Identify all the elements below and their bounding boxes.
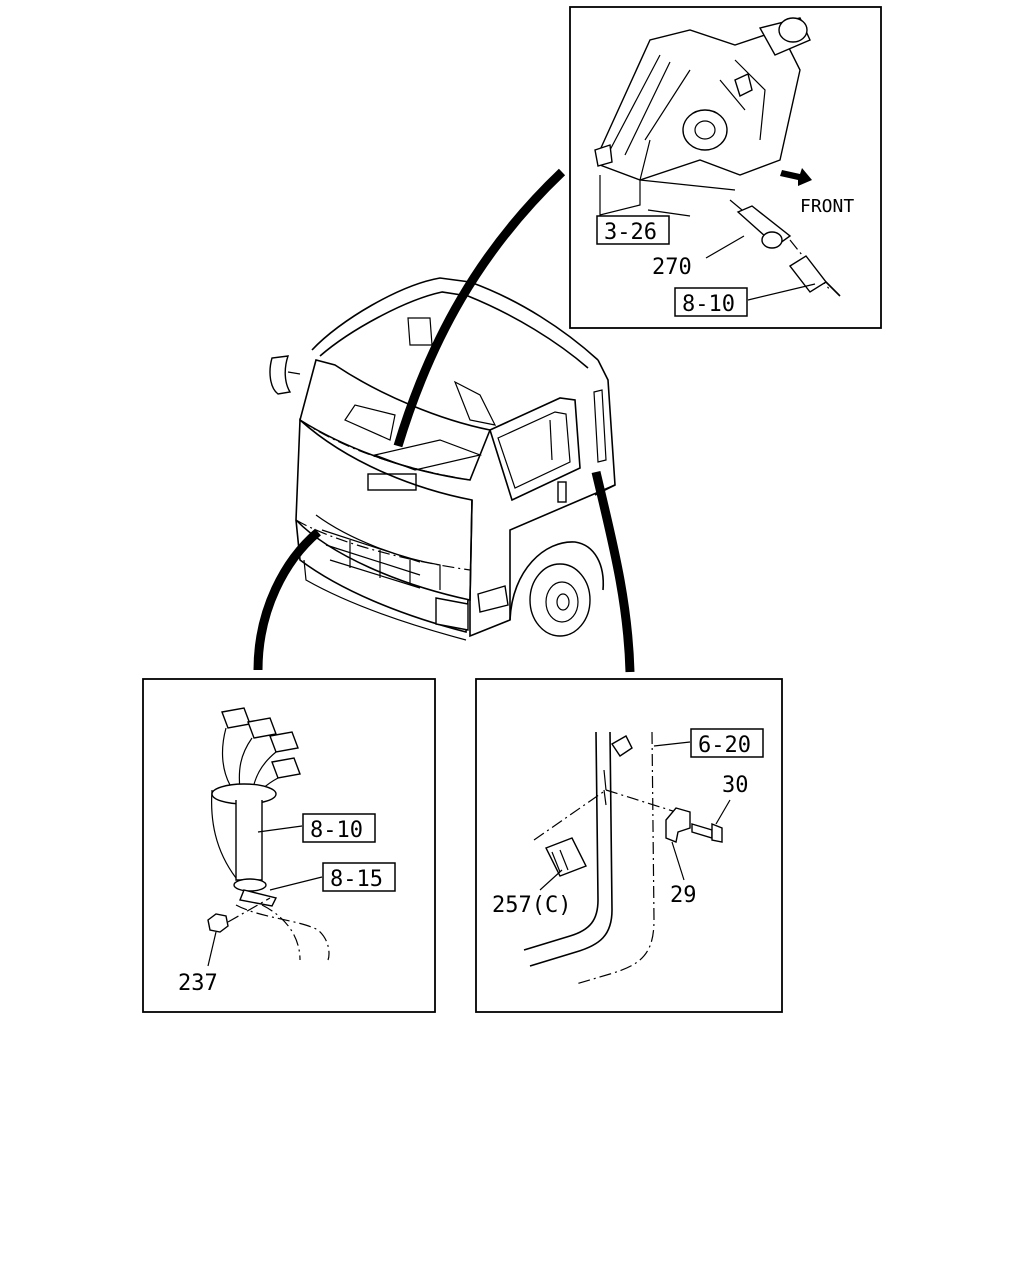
label-part-30: 30 — [722, 773, 749, 798]
leader-257c — [539, 869, 563, 891]
label-ref-6-20: 6-20 — [698, 733, 751, 758]
truck-cab — [269, 277, 616, 641]
leader-8-10-left — [257, 825, 303, 833]
ref-box-8-15 — [322, 862, 396, 892]
connector-plug — [788, 255, 841, 297]
engine-assembly — [594, 17, 811, 216]
leader-237 — [207, 931, 217, 967]
leader-dash-right — [533, 789, 677, 841]
leader-29 — [671, 841, 685, 881]
bolt-30 — [691, 822, 723, 843]
label-front: FRONT — [800, 196, 854, 217]
pointer-curve-right — [591, 470, 635, 673]
leader-6-20 — [653, 741, 691, 747]
arrow-right-down-icon — [780, 168, 812, 186]
bracket-29 — [665, 807, 691, 843]
door-frame — [523, 731, 655, 985]
label-part-257c: 257(C) — [492, 893, 571, 918]
nut-237 — [207, 913, 229, 933]
leader-270 — [705, 235, 745, 259]
label-ref-8-15: 8-15 — [330, 867, 383, 892]
leader-3-26 — [647, 209, 691, 217]
pointer-curve-left — [253, 528, 321, 671]
leader-8-10-top — [747, 283, 816, 301]
label-ref-3-26: 3-26 — [604, 220, 657, 245]
pressure-sensor — [729, 199, 792, 249]
wiring-harness — [211, 707, 330, 961]
leader-8-15 — [269, 876, 323, 891]
ref-box-6-20 — [690, 728, 764, 758]
leader-dash-237 — [227, 897, 271, 923]
label-ref-8-10-left: 8-10 — [310, 818, 363, 843]
ref-box-8-10-left — [302, 813, 376, 843]
ref-box-8-10-top — [674, 287, 748, 317]
label-part-270: 270 — [652, 255, 692, 280]
ref-box-3-26 — [596, 215, 670, 245]
leader-30 — [715, 799, 731, 825]
label-ref-8-10-top: 8-10 — [682, 292, 735, 317]
detail-box-left — [142, 678, 436, 1013]
label-part-29: 29 — [670, 883, 697, 908]
switch-257c — [545, 837, 587, 877]
label-part-237: 237 — [178, 971, 218, 996]
pointer-curve-top — [393, 168, 566, 448]
